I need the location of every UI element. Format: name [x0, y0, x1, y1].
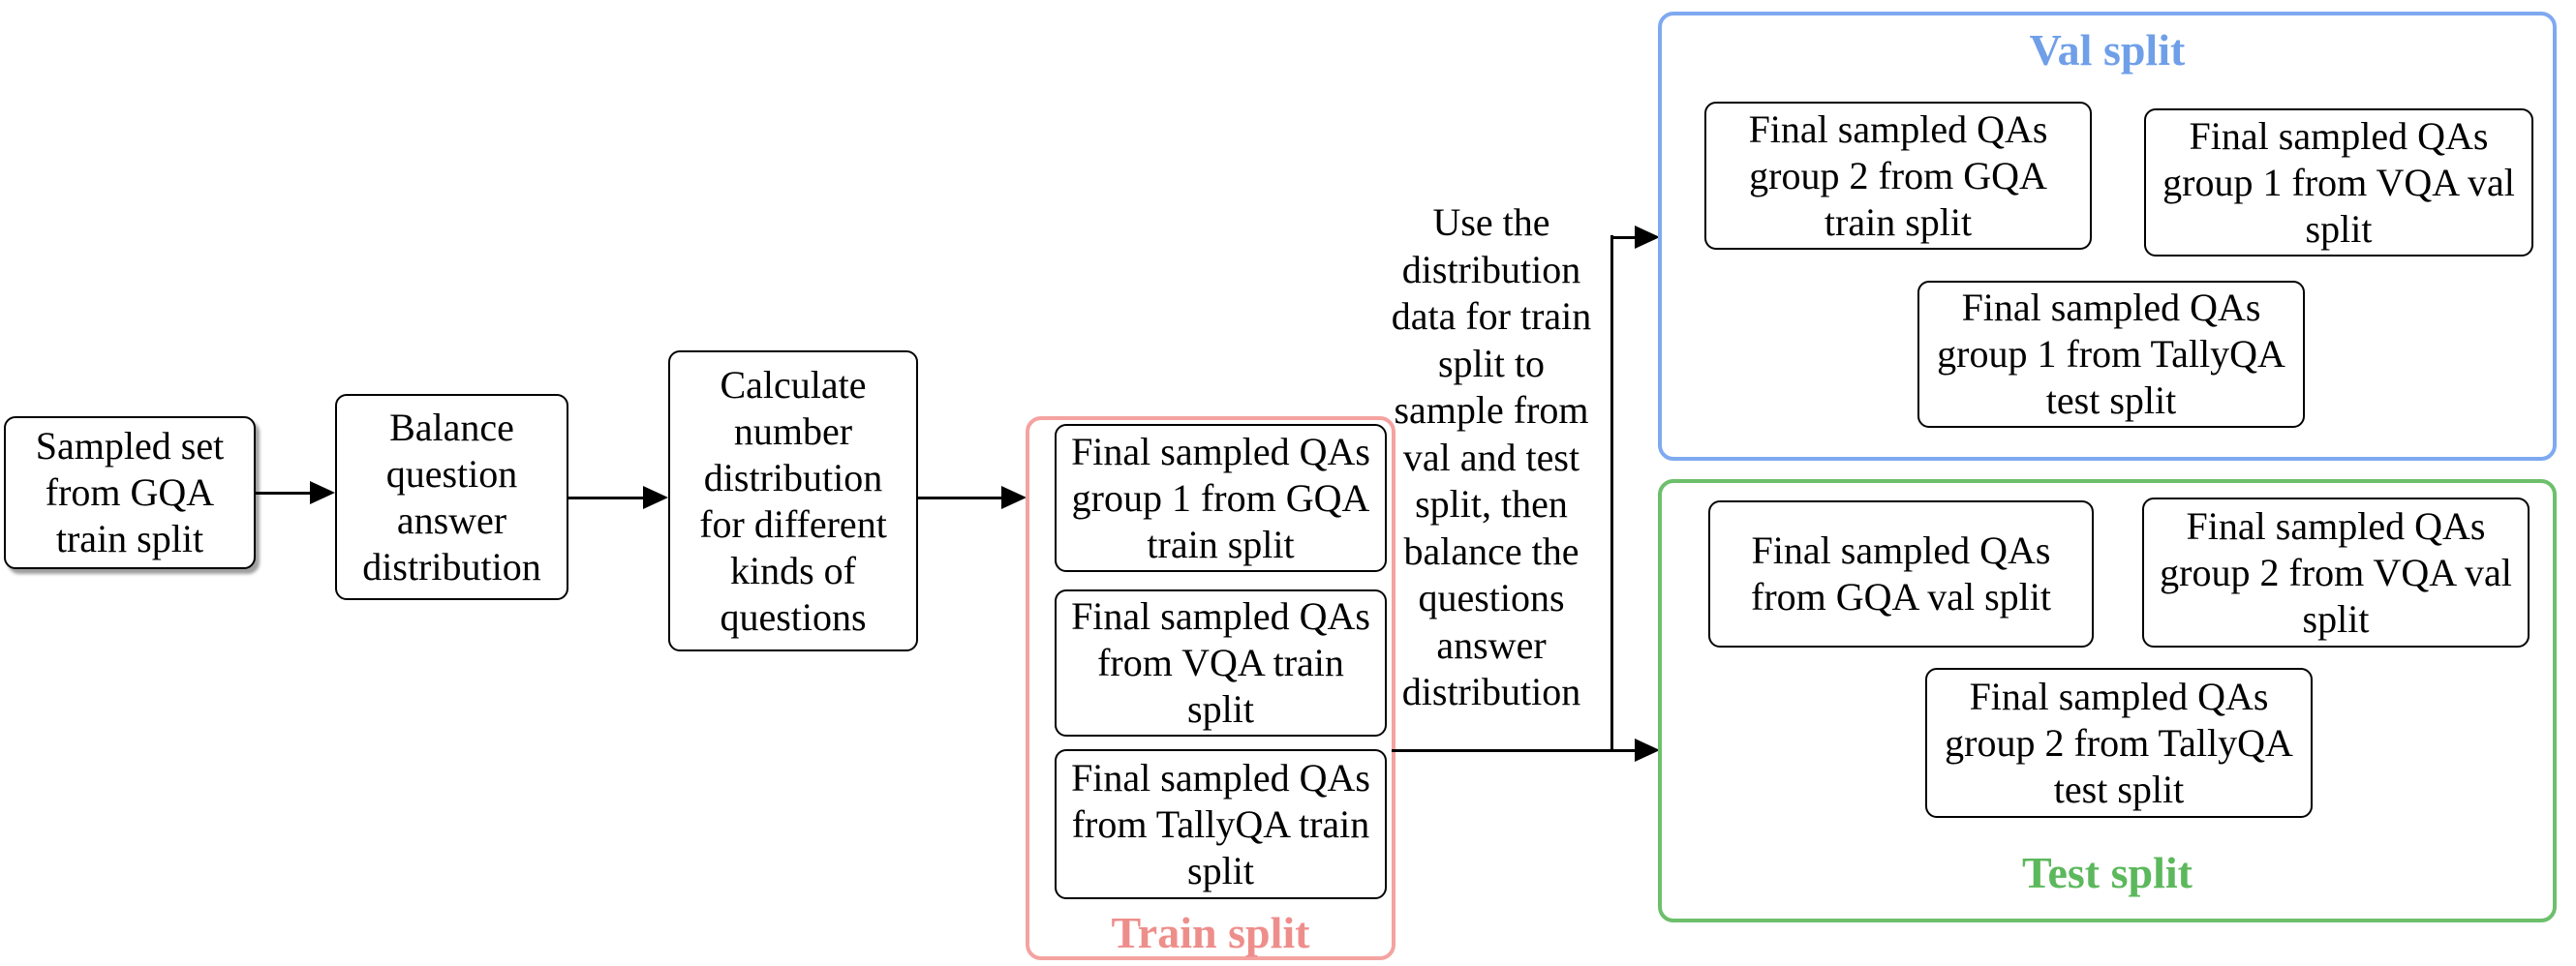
- node-sampled-set: Sampled set from GQA train split: [4, 416, 256, 569]
- arrow-line-sampled-to-balance: [256, 492, 316, 495]
- box-train-gqa-group1: Final sampled QAs group 1 from GQA train…: [1055, 424, 1387, 572]
- box-val-tallyqa-group1: Final sampled QAs group 1 from TallyQA t…: [1917, 281, 2305, 428]
- arrow-line-balance-to-calculate: [568, 497, 643, 499]
- box-test-gqa-val: Final sampled QAs from GQA val split: [1708, 500, 2094, 648]
- arrowhead-to-test-split: [1635, 739, 1660, 762]
- connector-line-train-to-branch: [1392, 749, 1635, 752]
- box-train-tallyqa: Final sampled QAs from TallyQA train spl…: [1055, 749, 1387, 899]
- node-balance-distribution: Balance question answer distribution: [335, 394, 568, 600]
- connector-line-to-val: [1612, 236, 1635, 239]
- group-title-val-split: Val split: [2029, 25, 2186, 75]
- group-title-test-split: Test split: [2022, 848, 2193, 897]
- arrow-line-calculate-to-train: [918, 497, 1001, 499]
- arrowhead-to-val-split: [1635, 226, 1660, 249]
- box-test-tallyqa-group2: Final sampled QAs group 2 from TallyQA t…: [1925, 668, 2313, 818]
- arrowhead-calculate-to-train: [1001, 486, 1027, 509]
- group-val-split: [1658, 12, 2557, 461]
- arrowhead-sampled-to-balance: [310, 481, 335, 504]
- group-title-train-split: Train split: [1111, 908, 1310, 957]
- box-val-vqa-group1: Final sampled QAs group 1 from VQA val s…: [2144, 108, 2533, 257]
- instruction-text: Use the distribution data for train spli…: [1391, 200, 1592, 713]
- group-train-split: [1026, 416, 1395, 960]
- node-calculate-distribution: Calculate number distribution for differ…: [668, 350, 918, 651]
- group-test-split: [1658, 479, 2557, 922]
- box-val-gqa-group2: Final sampled QAs group 2 from GQA train…: [1704, 102, 2092, 250]
- box-train-vqa: Final sampled QAs from VQA train split: [1055, 589, 1387, 737]
- arrowhead-balance-to-calculate: [643, 486, 668, 509]
- box-test-vqa-group2: Final sampled QAs group 2 from VQA val s…: [2142, 498, 2530, 648]
- connector-line-branch-vertical: [1610, 235, 1613, 752]
